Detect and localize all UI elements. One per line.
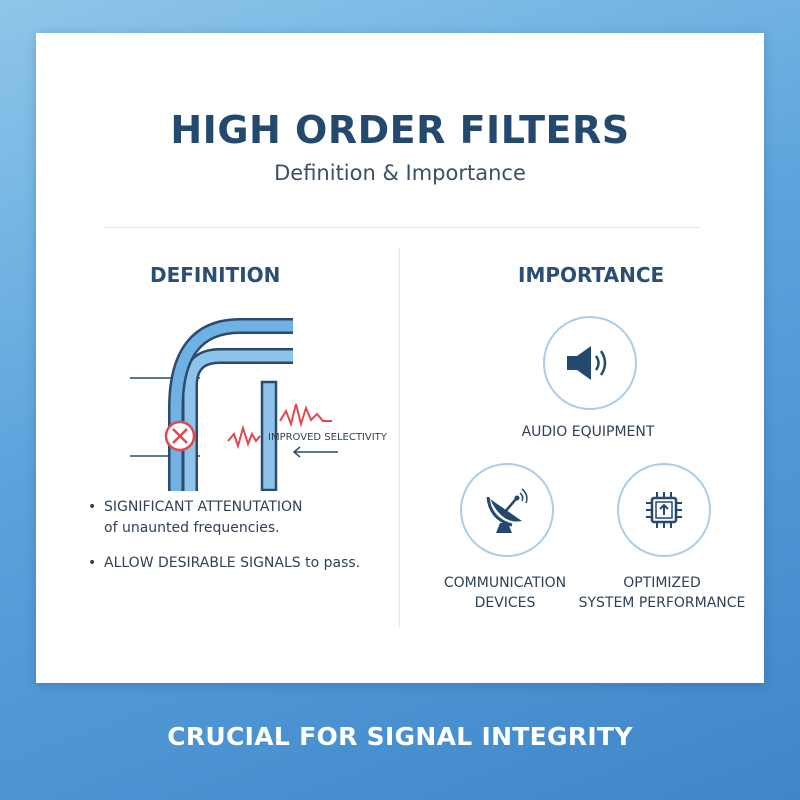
filter-diagram	[130, 318, 338, 491]
page-subtitle: Definition & Importance	[274, 161, 526, 185]
blocked-icon	[164, 420, 196, 452]
page-title: HIGH ORDER FILTERS	[170, 108, 630, 152]
performance-circle	[617, 463, 711, 557]
bullet-dot: •	[88, 555, 97, 571]
footer-tagline: CRUCIAL FOR SIGNAL INTEGRITY	[167, 722, 633, 751]
system-performance-label: OPTIMIZED SYSTEM PERFORMANCE	[578, 575, 746, 611]
communication-devices-label: COMMUNICATION DEVICES	[443, 575, 567, 611]
definition-bullets: • SIGNIFICANT ATTENUTATION of unaunted f…	[88, 497, 388, 588]
communication-circle	[460, 463, 554, 557]
importance-heading: IMPORTANCE	[518, 263, 665, 287]
satellite-dish-icon	[486, 488, 528, 533]
improved-selectivity-label: IMPROVED SELECTIVITY	[268, 432, 387, 443]
bullet-allow-signals: • ALLOW DESIRABLE SIGNALS to pass.	[88, 553, 388, 574]
audio-circle	[543, 316, 637, 410]
chip-icon	[646, 492, 682, 528]
audio-equipment-label: AUDIO EQUIPMENT	[521, 424, 655, 440]
bullet-dot: •	[88, 499, 97, 515]
bullet-attenuation: • SIGNIFICANT ATTENUTATION of unaunted f…	[88, 499, 303, 536]
speaker-icon	[567, 346, 607, 380]
header-divider	[104, 227, 700, 228]
content-card: HIGH ORDER FILTERS Definition & Importan…	[36, 33, 764, 683]
definition-heading: DEFINITION	[150, 263, 281, 287]
column-divider	[399, 248, 400, 628]
